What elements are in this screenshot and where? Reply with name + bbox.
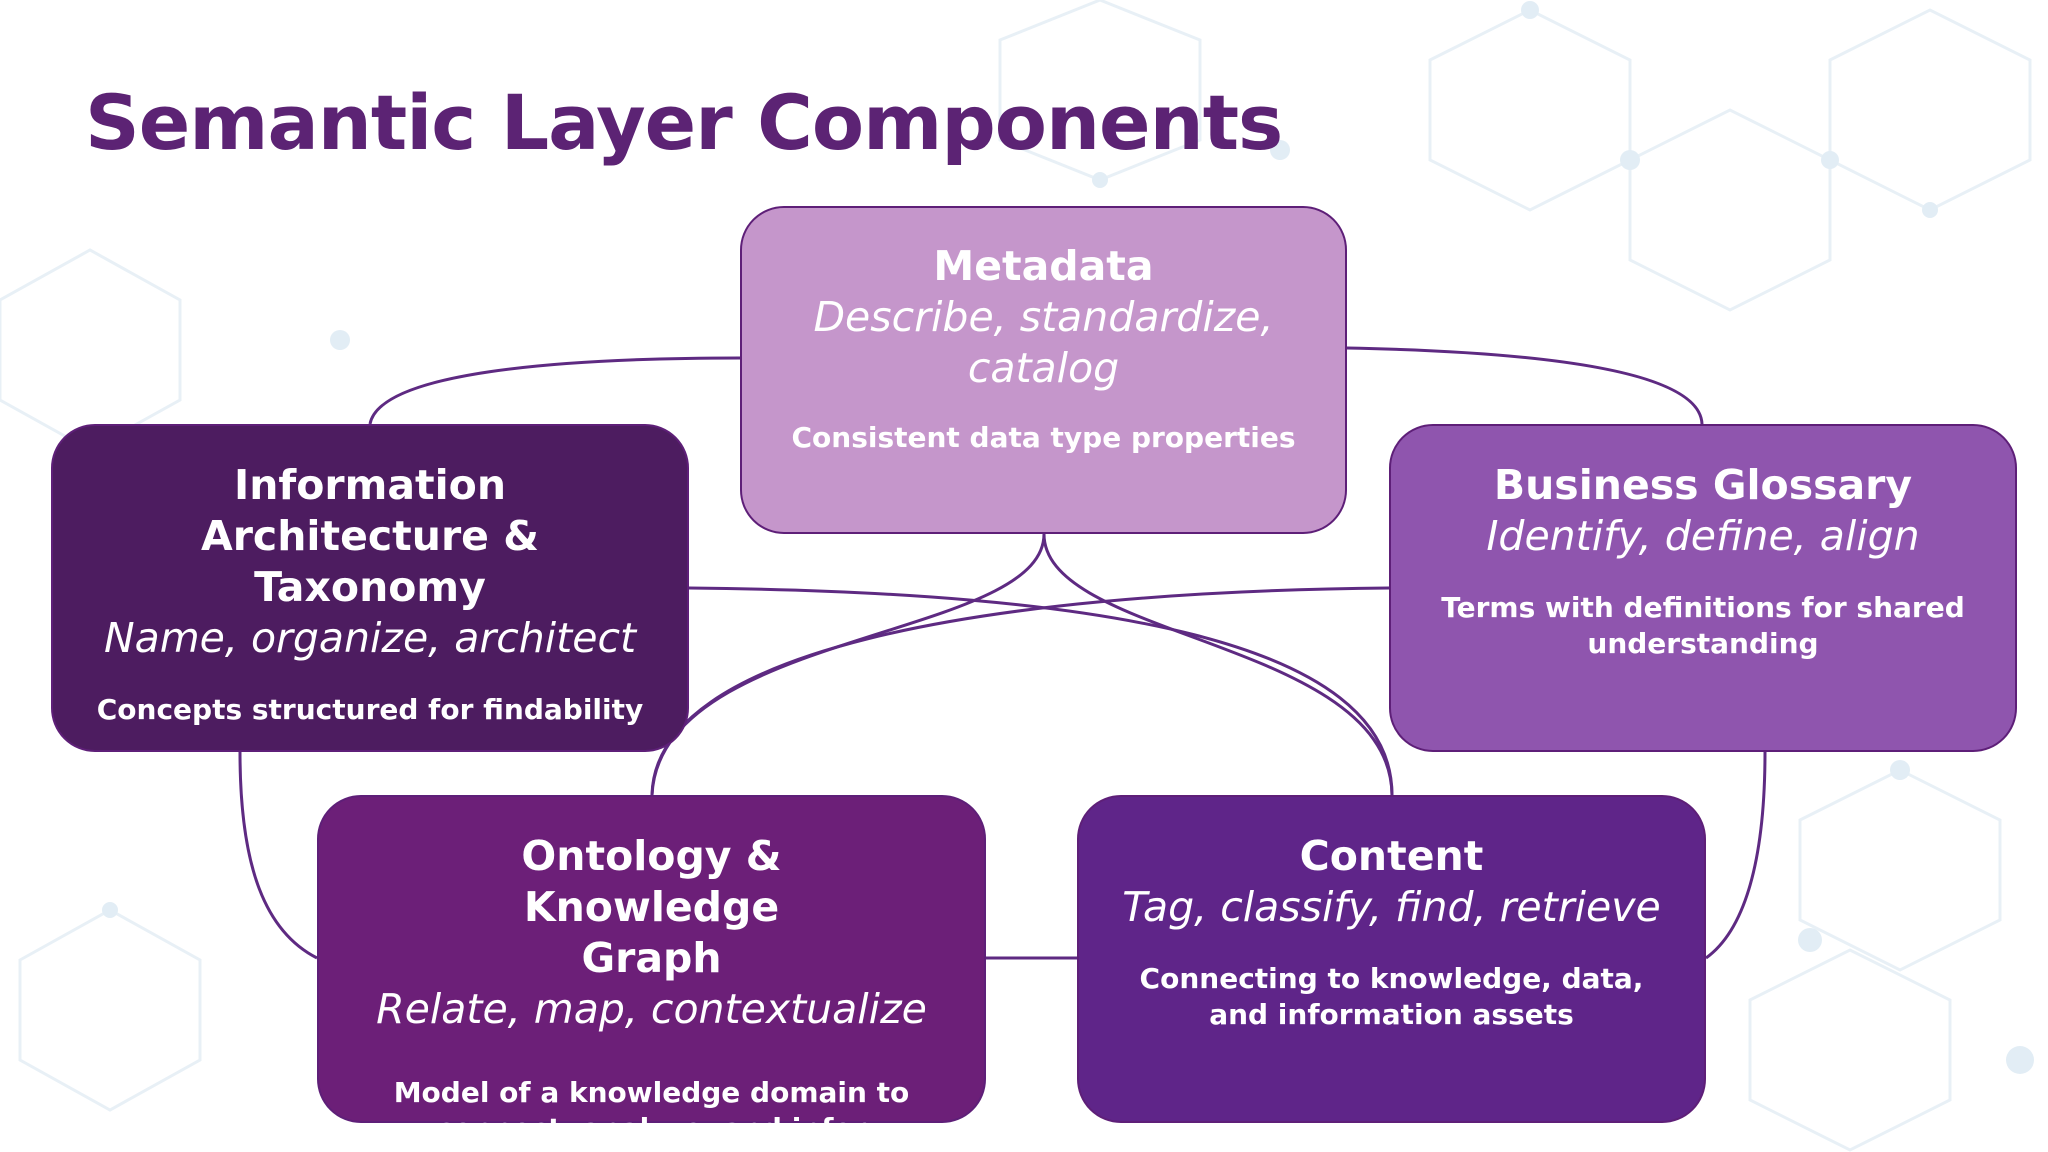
ontology-card: Ontology & Knowledge Graph Relate, map, … xyxy=(317,795,986,1145)
content-subtitle: Tag, classify, find, retrieve xyxy=(1122,883,1661,931)
content-card: Content Tag, classify, find, retrieve Co… xyxy=(1077,795,1706,1123)
information-architecture-description: Concepts structured for findability xyxy=(96,693,644,726)
connector-metadata-to-content xyxy=(1042,533,1394,796)
information-architecture-card: Information Architecture & Taxonomy Name… xyxy=(51,424,689,752)
business-glossary-card: Business Glossary Identify, define, alig… xyxy=(1389,424,2017,752)
connector-metadata-to-ontology xyxy=(650,533,1046,796)
business-glossary-subtitle: Identify, define, align xyxy=(1486,512,1920,560)
metadata-card: Metadata Describe, standardize, catalog … xyxy=(740,206,1347,534)
ontology-title: Ontology & Knowledge Graph xyxy=(521,832,782,982)
business-glossary-title: Business Glossary xyxy=(1493,461,1913,509)
connector-metadata-to-ia xyxy=(368,356,741,425)
ontology-description: Model of a knowledge domain to connect, … xyxy=(393,1076,910,1145)
ontology-subtitle: Relate, map, contextualize xyxy=(376,985,927,1033)
page-title: Semantic Layer Components xyxy=(85,78,1283,167)
connector-ia-to-content xyxy=(688,586,1394,796)
metadata-subtitle: Describe, standardize, catalog xyxy=(813,293,1274,392)
connector-ia-to-ontology xyxy=(238,751,318,960)
information-architecture-subtitle: Name, organize, architect xyxy=(103,614,637,662)
metadata-description: Consistent data type properties xyxy=(791,421,1296,454)
connector-metadata-to-glossary xyxy=(1346,346,1704,425)
content-title: Content xyxy=(1299,832,1484,880)
metadata-title: Metadata xyxy=(933,242,1154,290)
connector-glossary-to-content xyxy=(1705,751,1767,960)
connector-glossary-to-ontology xyxy=(650,586,1390,796)
business-glossary-description: Terms with definitions for shared unders… xyxy=(1441,591,1965,660)
information-architecture-title: Information Architecture & Taxonomy xyxy=(200,461,540,611)
content-description: Connecting to knowledge, data, and infor… xyxy=(1139,962,1644,1031)
